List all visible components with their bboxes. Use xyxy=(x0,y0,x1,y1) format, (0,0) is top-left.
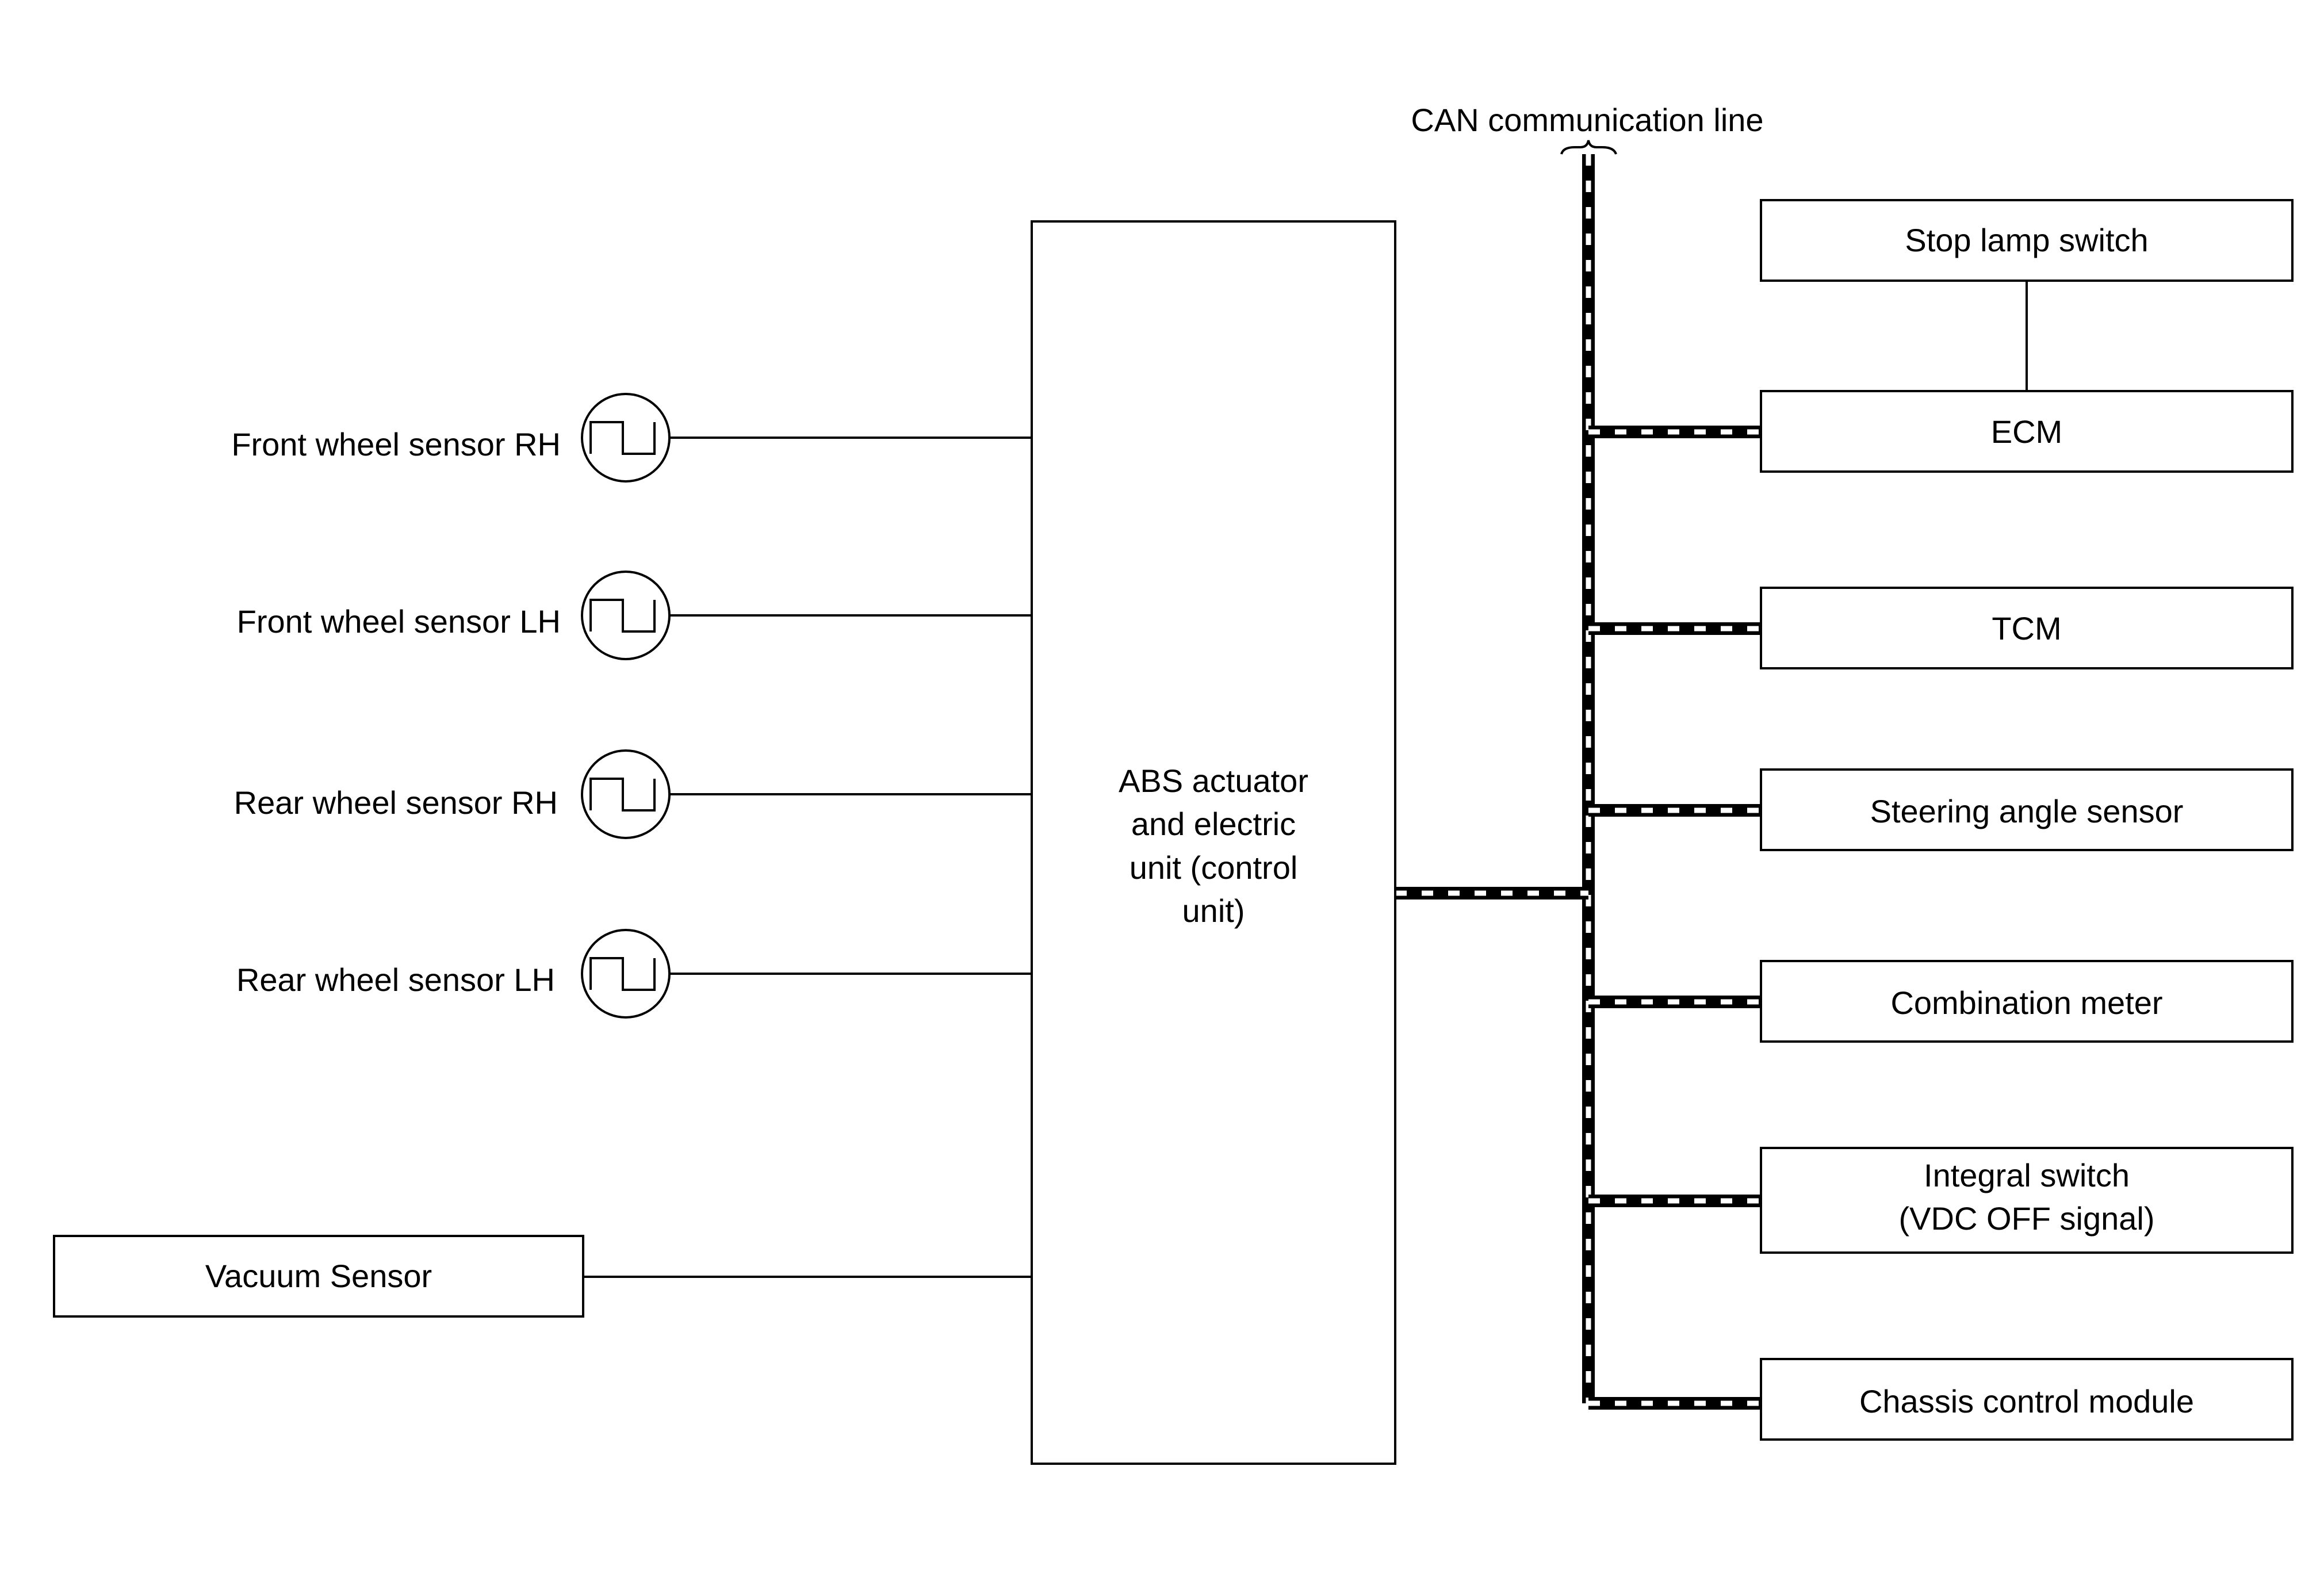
can-module-label: Combination meter xyxy=(1890,985,2162,1021)
can-module-ecm: ECM xyxy=(1588,390,2294,473)
can-module-integral-switch: Integral switch (VDC OFF signal) xyxy=(1588,1147,2294,1254)
wheel-sensor-front-rh: Front wheel sensor RH xyxy=(231,393,1032,483)
vacuum-sensor: Vacuum Sensor xyxy=(53,1235,1032,1318)
can-module-label: Chassis control module xyxy=(1859,1383,2194,1419)
abs-unit-label-line: and electric xyxy=(1131,806,1296,842)
wheel-sensor-label: Front wheel sensor LH xyxy=(237,603,561,640)
can-module-combination-meter: Combination meter xyxy=(1588,960,2294,1043)
abs-unit-label-line: ABS actuator xyxy=(1119,763,1308,799)
pulse-sensor-icon xyxy=(581,749,671,839)
wheel-sensor-label: Rear wheel sensor RH xyxy=(234,784,558,821)
abs-actuator-unit: ABS actuator and electric unit (control … xyxy=(1031,220,1396,1465)
can-line-label: CAN communication line xyxy=(1411,102,1763,138)
abs-unit-label-line: unit) xyxy=(1182,893,1245,929)
can-module-label: Integral switch xyxy=(1924,1157,2130,1193)
stop-lamp-switch-label: Stop lamp switch xyxy=(1905,222,2148,258)
can-label-brace xyxy=(1560,140,1617,155)
stop-lamp-switch: Stop lamp switch xyxy=(1760,199,2294,391)
can-module-chassis-control: Chassis control module xyxy=(1588,1358,2294,1441)
can-module-label: (VDC OFF signal) xyxy=(1899,1200,2155,1237)
pulse-sensor-icon xyxy=(581,571,671,660)
pulse-sensor-icon xyxy=(581,929,671,1019)
can-module-label: ECM xyxy=(1991,414,2062,450)
wheel-sensor-rear-lh: Rear wheel sensor LH xyxy=(236,929,1032,1019)
can-module-label: Steering angle sensor xyxy=(1870,793,2184,829)
can-module-steering-angle-sensor: Steering angle sensor xyxy=(1588,768,2294,851)
wheel-sensor-rear-rh: Rear wheel sensor RH xyxy=(234,749,1032,839)
abs-unit-label-line: unit (control xyxy=(1130,849,1298,886)
can-module-label: TCM xyxy=(1992,610,2061,646)
wheel-sensor-label: Front wheel sensor RH xyxy=(231,426,561,462)
wheel-sensor-label: Rear wheel sensor LH xyxy=(236,962,555,998)
can-module-tcm: TCM xyxy=(1588,587,2294,669)
vacuum-sensor-label: Vacuum Sensor xyxy=(205,1258,432,1294)
pulse-sensor-icon xyxy=(581,393,671,483)
wheel-sensor-front-lh: Front wheel sensor LH xyxy=(237,571,1032,660)
